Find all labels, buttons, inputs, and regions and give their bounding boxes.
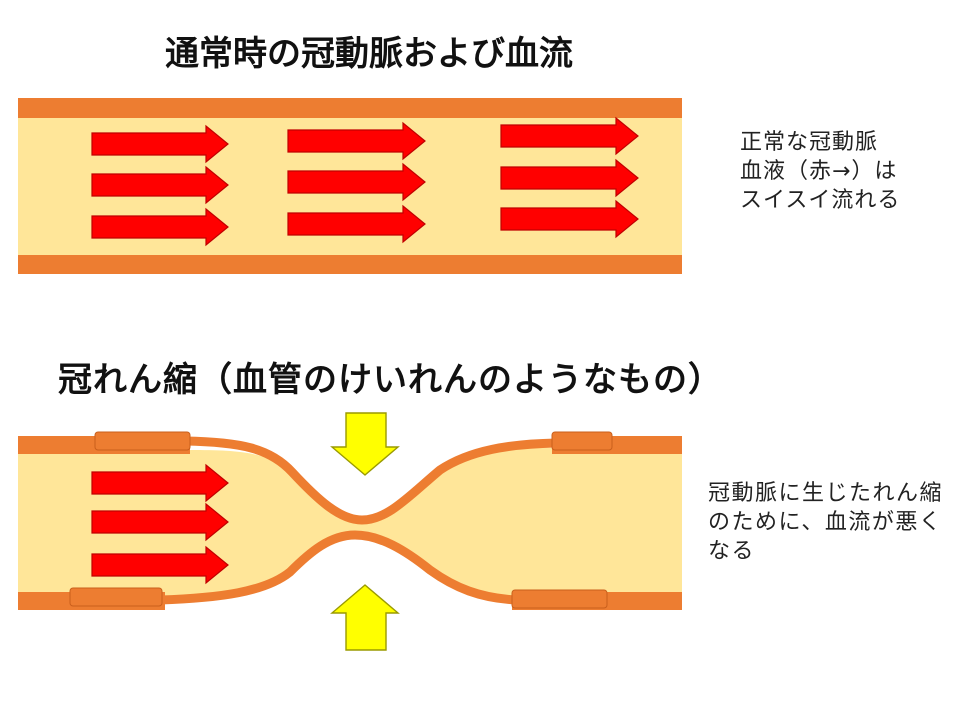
blood-flow-arrow <box>287 204 426 244</box>
constriction-down-arrow-icon <box>330 412 400 476</box>
spasm-note-line: 冠動脈に生じたれん縮 <box>708 481 944 506</box>
blood-flow-arrow <box>91 502 229 542</box>
spasm-note: 冠動脈に生じたれん縮 のために、血流が悪く なる <box>708 479 943 566</box>
spasm-section-title: 冠れん縮（血管のけいれんのようなもの） <box>58 360 723 400</box>
normal-artery-upper-wall <box>18 98 682 118</box>
blood-flow-arrow <box>500 199 639 239</box>
normal-section-title: 通常時の冠動脈および血流 <box>165 34 573 74</box>
spasm-artery <box>18 412 682 651</box>
spasm-lower-wall-right-cap <box>511 589 608 609</box>
spasm-blood-flow-arrows <box>91 463 229 585</box>
constriction-up-arrow-icon <box>330 584 400 651</box>
spasm-lower-wall-constriction <box>155 530 521 605</box>
blood-flow-arrow <box>287 162 426 202</box>
normal-artery-lower-wall <box>18 255 682 274</box>
normal-note-line: 正常な冠動脈 <box>740 130 879 155</box>
blood-flow-arrow <box>91 463 229 503</box>
normal-artery <box>18 98 682 274</box>
blood-flow-arrow <box>287 121 426 161</box>
normal-note: 正常な冠動脈 血液（赤→）は スイスイ流れる <box>740 128 900 215</box>
spasm-lower-wall-left-cap <box>69 587 163 607</box>
blood-flow-arrow <box>91 165 229 205</box>
spasm-upper-wall-constriction <box>180 436 561 525</box>
spasm-note-line: なる <box>708 539 756 564</box>
spasm-note-line: のために、血流が悪く <box>708 510 943 535</box>
blood-flow-arrow <box>500 116 639 156</box>
blood-flow-arrow <box>500 158 639 198</box>
spasm-upper-wall-left-cap <box>94 431 191 451</box>
blood-flow-arrow <box>91 207 229 247</box>
blood-flow-arrow <box>91 545 229 585</box>
normal-blood-flow-arrows <box>91 116 639 247</box>
spasm-upper-wall-right-cap <box>551 431 613 451</box>
blood-flow-arrow <box>91 124 229 164</box>
normal-note-line: スイスイ流れる <box>740 188 901 213</box>
normal-note-line: 血液（赤→）は <box>740 159 898 184</box>
